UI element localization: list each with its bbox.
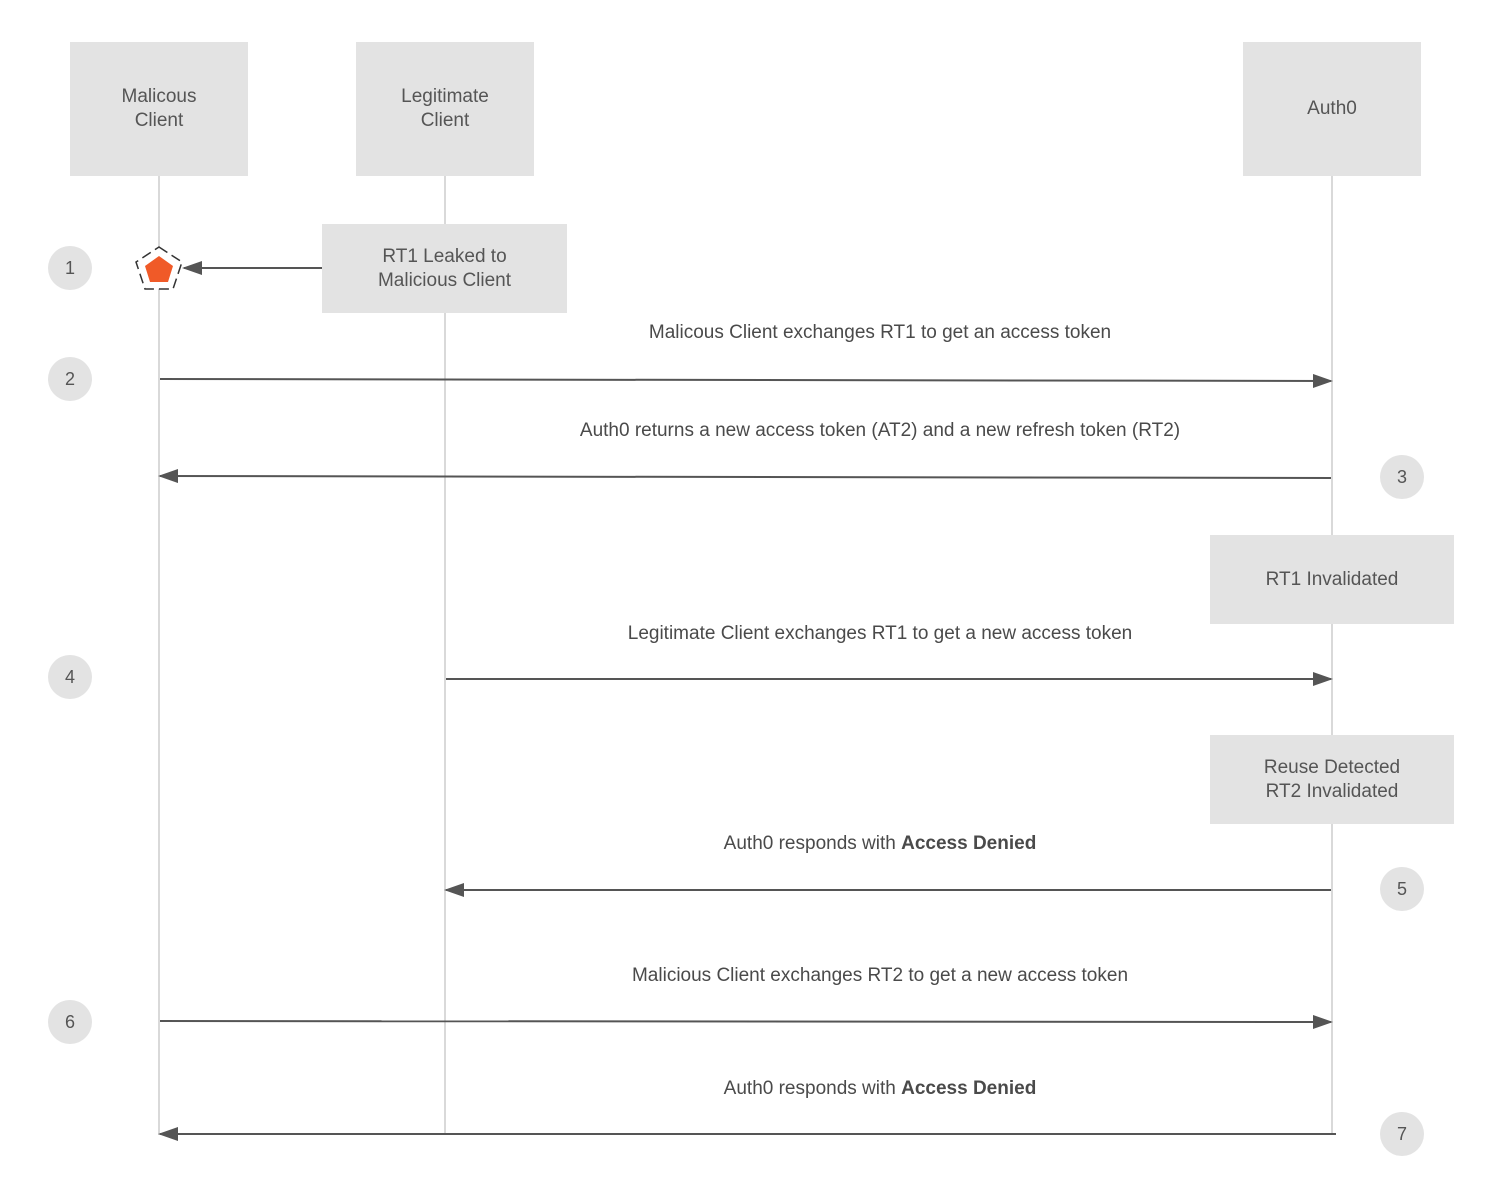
step-badge-1: 1 xyxy=(48,246,92,290)
message-label-6: Malicious Client exchanges RT2 to get a … xyxy=(631,965,1129,986)
access-denied-label-7: Access Denied xyxy=(901,1078,1037,1099)
message-label-5: Auth0 responds with Access Denied xyxy=(480,833,1280,855)
note-rt1-leaked: RT1 Leaked to Malicious Client xyxy=(322,224,567,313)
step-badge-7: 7 xyxy=(1380,1112,1424,1156)
arrow-6 xyxy=(159,1014,1333,1029)
participant-auth0: Auth0 xyxy=(1243,42,1421,176)
participant-legitimate-client: Legitimate Client xyxy=(356,42,534,176)
note-rt1-invalidated: RT1 Invalidated xyxy=(1210,535,1454,624)
message-label-4: Legitimate Client exchanges RT1 to get a… xyxy=(627,623,1133,644)
note-reuse-detected: Reuse Detected RT2 Invalidated xyxy=(1210,735,1454,824)
step-badge-6: 6 xyxy=(48,1000,92,1044)
step-badge-2: 2 xyxy=(48,357,92,401)
warning-pentagon-icon xyxy=(135,246,183,290)
step-badge-3: 3 xyxy=(1380,455,1424,499)
message-label-7: Auth0 responds with Access Denied xyxy=(480,1078,1280,1100)
access-denied-label-5: Access Denied xyxy=(901,833,1037,854)
step-badge-4: 4 xyxy=(48,655,92,699)
arrow-3 xyxy=(158,469,1332,484)
message-text-7: Auth0 responds with xyxy=(723,1078,902,1099)
message-label-3: Auth0 returns a new access token (AT2) a… xyxy=(579,420,1181,441)
message-text-5: Auth0 responds with xyxy=(723,833,902,854)
arrow-2 xyxy=(159,373,1333,388)
participant-malicious-client: Malicous Client xyxy=(70,42,248,176)
step-badge-5: 5 xyxy=(1380,867,1424,911)
message-label-2: Malicous Client exchanges RT1 to get an … xyxy=(648,322,1112,343)
